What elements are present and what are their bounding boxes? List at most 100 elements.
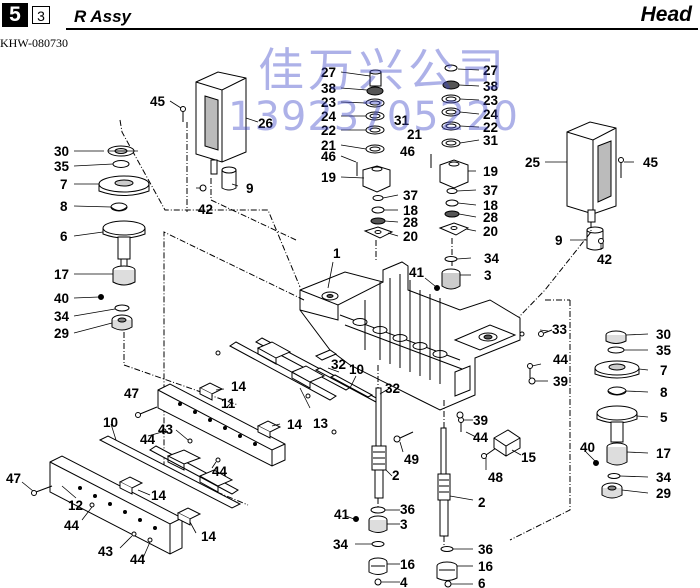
part-label-44: 44 <box>212 464 228 479</box>
part-label-8: 8 <box>60 199 68 214</box>
part-label-13: 13 <box>313 416 329 431</box>
part-label-5: 5 <box>660 410 668 425</box>
document-code: KHW-080730 <box>0 36 68 50</box>
lower-right-nozzle-parts <box>436 546 458 588</box>
part-label-45: 45 <box>150 94 166 109</box>
part-label-46: 46 <box>400 144 416 159</box>
plate-12-part <box>49 455 183 555</box>
watermark-phone: 13923705220 <box>228 94 519 140</box>
right-valve-column <box>430 64 470 236</box>
plate-11-part <box>157 383 286 467</box>
part-label-44: 44 <box>140 432 156 447</box>
part-label-29: 29 <box>54 326 69 341</box>
section-number-badge: 5 <box>2 3 28 27</box>
part-label-7: 7 <box>60 177 68 192</box>
part-label-19: 19 <box>321 170 336 185</box>
part-label-10: 10 <box>103 415 118 430</box>
part-label-19: 19 <box>483 164 498 179</box>
part-label-12: 12 <box>68 498 83 513</box>
right-spindle-stack <box>593 330 640 499</box>
part-label-24: 24 <box>321 109 337 124</box>
part-label-2: 2 <box>478 495 486 510</box>
part-label-34: 34 <box>484 251 500 266</box>
lower-left-nozzle-parts <box>353 506 388 586</box>
part-label-40: 40 <box>54 291 69 306</box>
part-label-15: 15 <box>521 450 537 465</box>
part-label-21: 21 <box>321 138 337 153</box>
part-label-22: 22 <box>321 123 336 138</box>
part-label-40: 40 <box>580 440 595 455</box>
part-label-16: 16 <box>400 557 416 572</box>
part-label-29: 29 <box>656 486 671 501</box>
part-label-23: 23 <box>321 95 337 110</box>
part-label-44: 44 <box>473 430 489 445</box>
part-label-37: 37 <box>483 183 498 198</box>
part-label-41: 41 <box>409 265 425 280</box>
part-label-44: 44 <box>553 352 569 367</box>
part-label-36: 36 <box>400 502 416 517</box>
part-label-47: 47 <box>124 386 139 401</box>
part-label-28: 28 <box>403 215 419 230</box>
part-label-43: 43 <box>98 544 114 559</box>
part-label-42: 42 <box>198 202 213 217</box>
part-label-31: 31 <box>483 133 499 148</box>
part-label-18: 18 <box>403 203 419 218</box>
part-label-21: 21 <box>407 127 423 142</box>
part-label-30: 30 <box>656 327 671 342</box>
part-label-28: 28 <box>483 210 499 225</box>
part-label-27: 27 <box>483 63 498 78</box>
part-label-6: 6 <box>60 229 68 244</box>
right-motor-part <box>566 121 617 223</box>
part-label-32: 32 <box>331 357 346 372</box>
part-label-46: 46 <box>321 149 337 164</box>
part-label-7: 7 <box>660 363 668 378</box>
part-label-14: 14 <box>231 379 247 394</box>
part-label-10: 10 <box>349 362 364 377</box>
part-label-26: 26 <box>258 116 274 131</box>
part-label-39: 39 <box>553 374 568 389</box>
part-label-1: 1 <box>333 246 341 261</box>
part-label-3: 3 <box>484 268 492 283</box>
part-label-34: 34 <box>333 537 349 552</box>
part-label-20: 20 <box>403 229 418 244</box>
subsection-number-box: 3 <box>32 6 50 24</box>
part-label-38: 38 <box>321 81 337 96</box>
part-label-17: 17 <box>656 446 671 461</box>
shaft-left <box>371 387 387 499</box>
part-label-41: 41 <box>334 507 350 522</box>
left-motor-part <box>195 71 247 175</box>
part-label-43: 43 <box>158 422 174 437</box>
left-spindle-stack <box>98 145 150 331</box>
part-label-2: 2 <box>392 468 400 483</box>
part-label-44: 44 <box>64 518 80 533</box>
part-label-30: 30 <box>54 144 69 159</box>
part-label-39: 39 <box>473 413 488 428</box>
part-label-14: 14 <box>151 488 167 503</box>
part-label-48: 48 <box>488 470 504 485</box>
part-label-34: 34 <box>656 470 672 485</box>
part-label-49: 49 <box>404 452 419 467</box>
part-label-35: 35 <box>54 159 70 174</box>
part-label-11: 11 <box>221 396 236 411</box>
part-label-34: 34 <box>54 309 70 324</box>
assembly-title: R Assy <box>74 7 132 26</box>
part-label-22: 22 <box>483 120 498 135</box>
part-label-36: 36 <box>478 542 494 557</box>
part-label-8: 8 <box>660 385 668 400</box>
part-label-47: 47 <box>6 471 21 486</box>
part-label-20: 20 <box>483 224 498 239</box>
head-block-part <box>299 261 521 411</box>
part-label-31: 31 <box>394 113 410 128</box>
part-label-17: 17 <box>54 267 69 282</box>
header-rule <box>66 28 698 30</box>
part-label-32: 32 <box>385 381 400 396</box>
part-label-9: 9 <box>555 233 563 248</box>
part-label-38: 38 <box>483 79 499 94</box>
part-label-45: 45 <box>643 155 659 170</box>
watermark-company-name: 佳万兴公司 <box>258 43 508 97</box>
part-label-37: 37 <box>403 188 418 203</box>
part-label-27: 27 <box>321 65 336 80</box>
page-title: Head <box>640 3 692 26</box>
